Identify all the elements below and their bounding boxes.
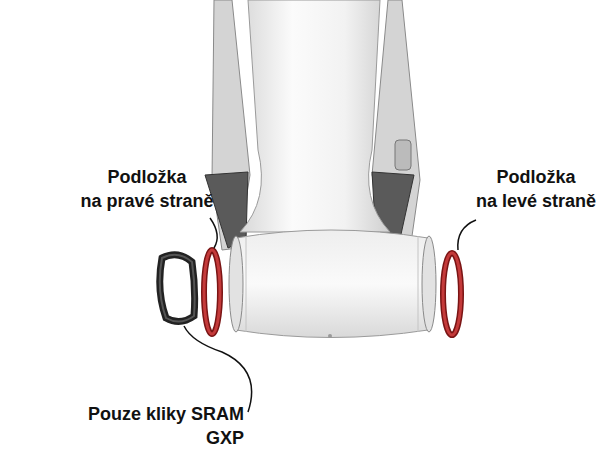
callout-label: Pouze kliky SRAM GXP xyxy=(88,402,244,450)
callout-label: Podložka na levé straně xyxy=(476,165,596,213)
leader-line xyxy=(210,218,217,248)
callout-label: Podložka na pravé straně xyxy=(80,165,213,213)
leader-line xyxy=(184,326,252,412)
leader-line xyxy=(458,220,476,250)
